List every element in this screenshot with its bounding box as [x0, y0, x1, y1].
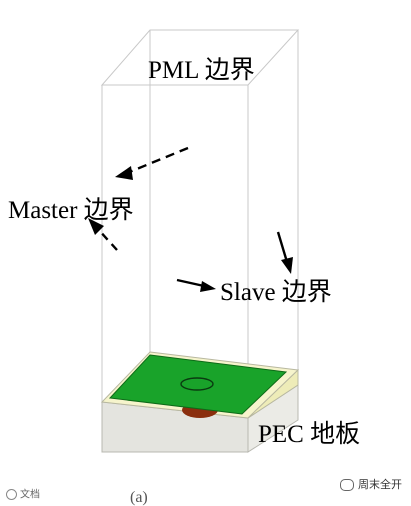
slave-boundary-label: Slave 边界: [220, 279, 332, 306]
watermark-icon: [6, 489, 17, 500]
slave-arrowhead-left: [200, 281, 216, 292]
slave-arrow-left: [176, 278, 205, 288]
master-arrowhead-upper: [115, 166, 133, 180]
figure-caption: (a): [130, 489, 148, 506]
slave-arrow-right: [276, 231, 289, 263]
watermark-left: 文档: [6, 489, 40, 501]
patch-slot-ring: [180, 377, 214, 391]
watermark-left-text: 文档: [20, 489, 40, 501]
substrate-right: [247, 368, 299, 419]
watermark-right-text: 周末全开: [358, 478, 402, 491]
master-arrow-lower: [96, 227, 118, 251]
slave-arrowhead-right: [281, 257, 293, 274]
pml-boundary-label: PML 边界: [148, 57, 255, 84]
watermark-right: 周末全开: [340, 479, 402, 491]
patch-antenna: [108, 354, 288, 415]
pec-ground-label: PEC 地板: [258, 421, 361, 448]
master-arrowhead-lower: [88, 218, 104, 235]
wechat-icon: [340, 479, 354, 491]
master-arrow-upper: [126, 146, 189, 175]
master-boundary-label: Master 边界: [8, 197, 134, 224]
